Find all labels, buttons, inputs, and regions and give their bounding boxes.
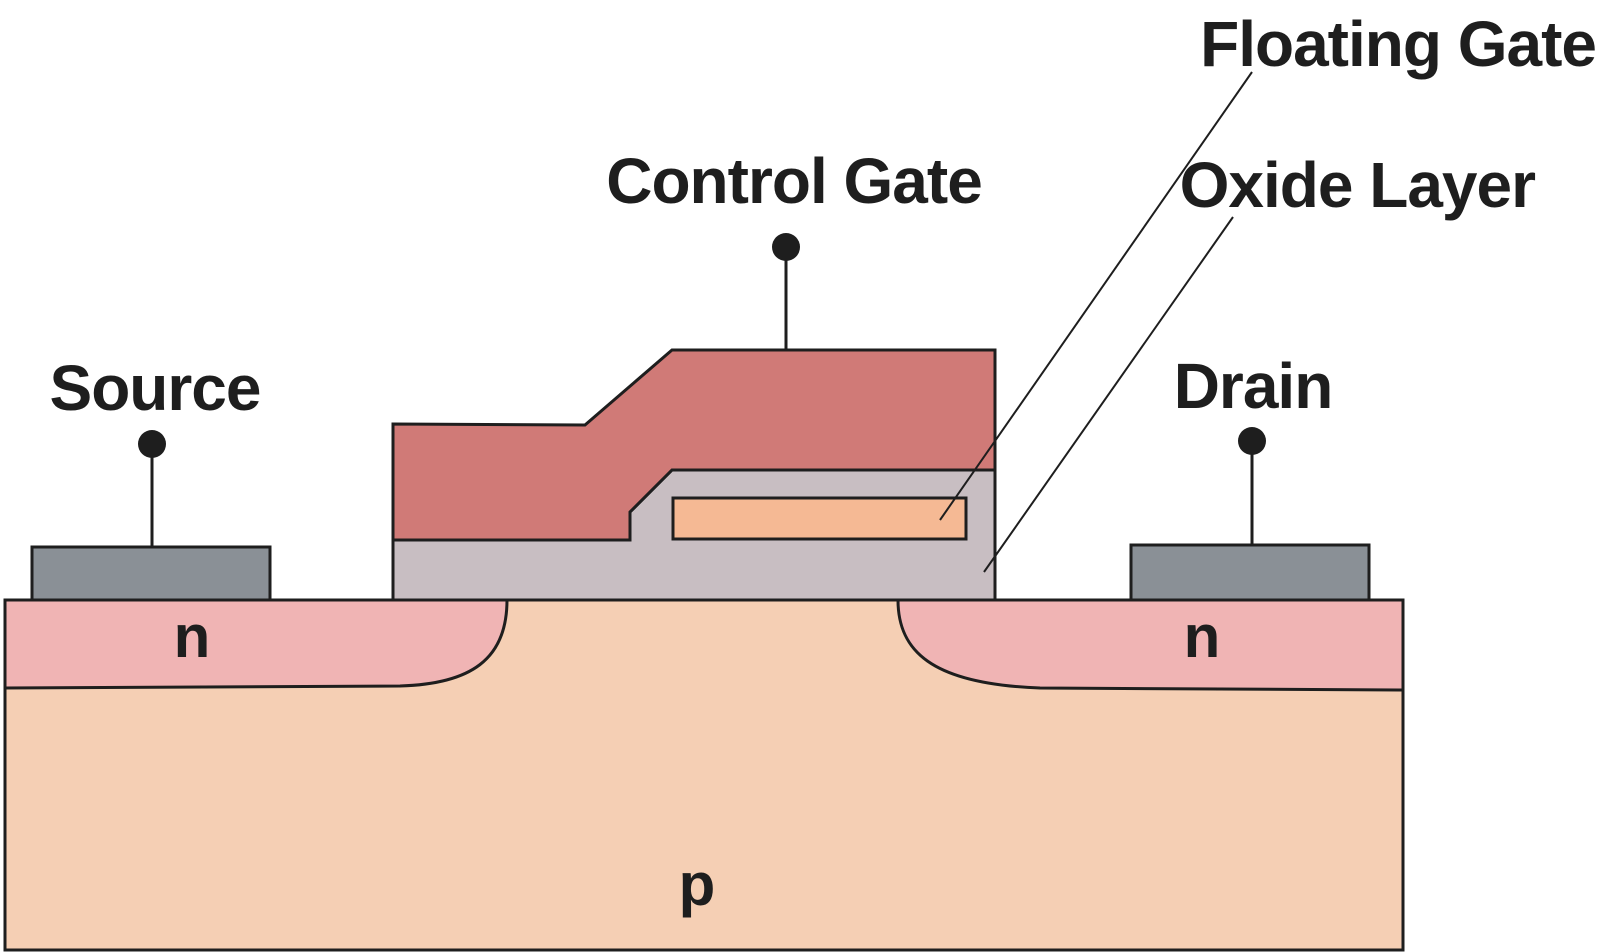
source-terminal: [138, 430, 166, 458]
oxide-layer-leader-line: [983, 216, 1234, 573]
source-label: Source: [50, 352, 261, 424]
floating-gate-label: Floating Gate: [1200, 8, 1596, 80]
floating-gate-leader-line: [939, 71, 1253, 521]
drain-n-region: [896, 598, 1405, 692]
drain-terminal: [1238, 427, 1266, 455]
source-n-region: [3, 598, 509, 690]
control-gate: [391, 348, 997, 542]
control-gate-label: Control Gate: [606, 145, 982, 217]
drain-region-label: n: [1184, 603, 1221, 670]
source-region-label: n: [174, 603, 211, 670]
oxide-layer-label: Oxide Layer: [1180, 149, 1536, 221]
source-contact: [30, 545, 272, 602]
substrate-label: p: [679, 851, 716, 918]
drain-label: Drain: [1174, 350, 1333, 422]
drain-contact: [1129, 543, 1371, 602]
floating-gate: [671, 496, 968, 541]
control-gate-terminal: [772, 233, 800, 261]
